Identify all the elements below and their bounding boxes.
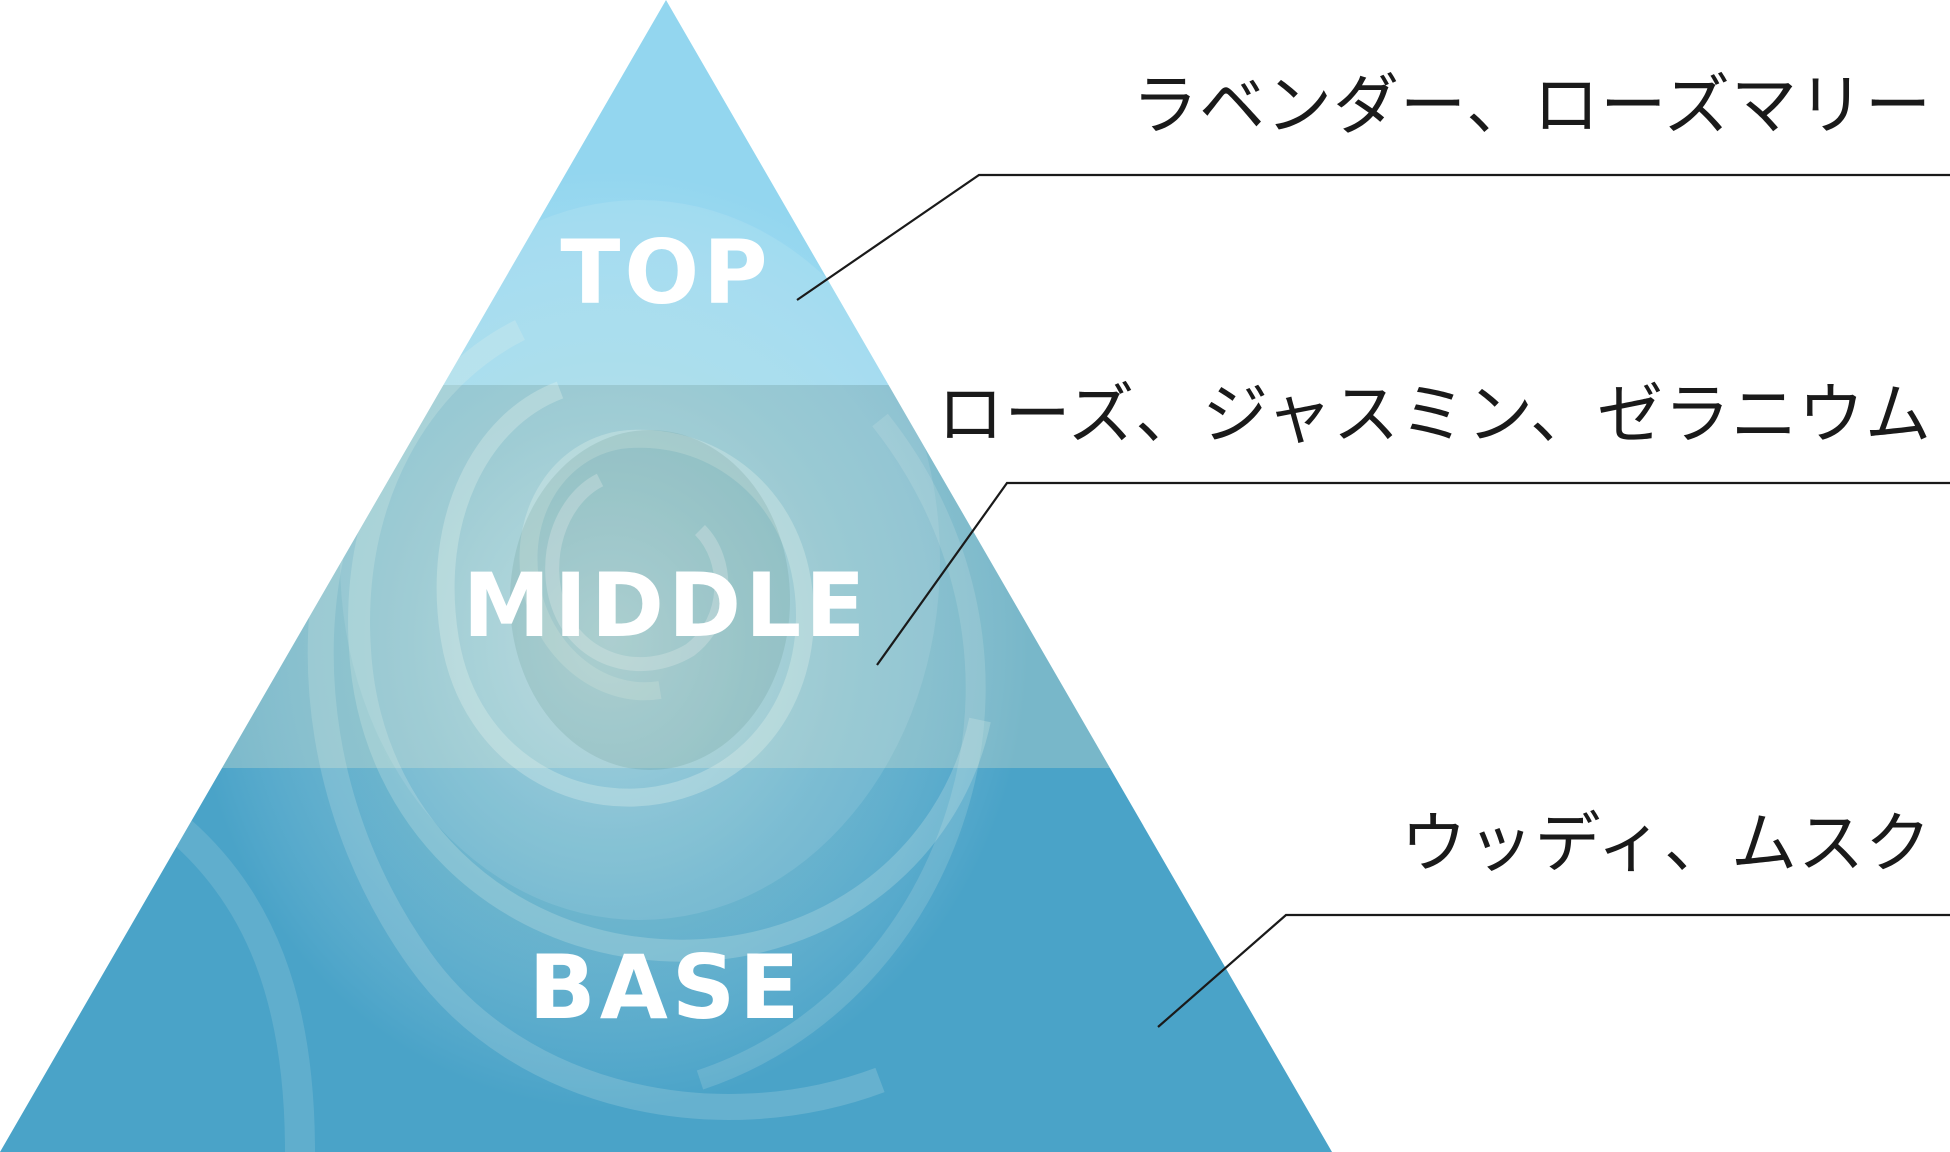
middle-leader-line: [876, 481, 1950, 666]
middle-notes-text: ローズ、ジャスミン、ゼラニウム: [938, 376, 1932, 453]
top-tier-label: TOP: [560, 221, 771, 324]
middle-tier-label: MIDDLE: [463, 554, 870, 657]
base-tier-label: BASE: [529, 936, 804, 1039]
base-leader-line: [1157, 913, 1950, 1028]
top-leader-line: [796, 173, 1950, 301]
top-notes-text: ラベンダー、ローズマリー: [1132, 67, 1932, 144]
base-notes-text: ウッディ、ムスク: [1401, 805, 1932, 882]
